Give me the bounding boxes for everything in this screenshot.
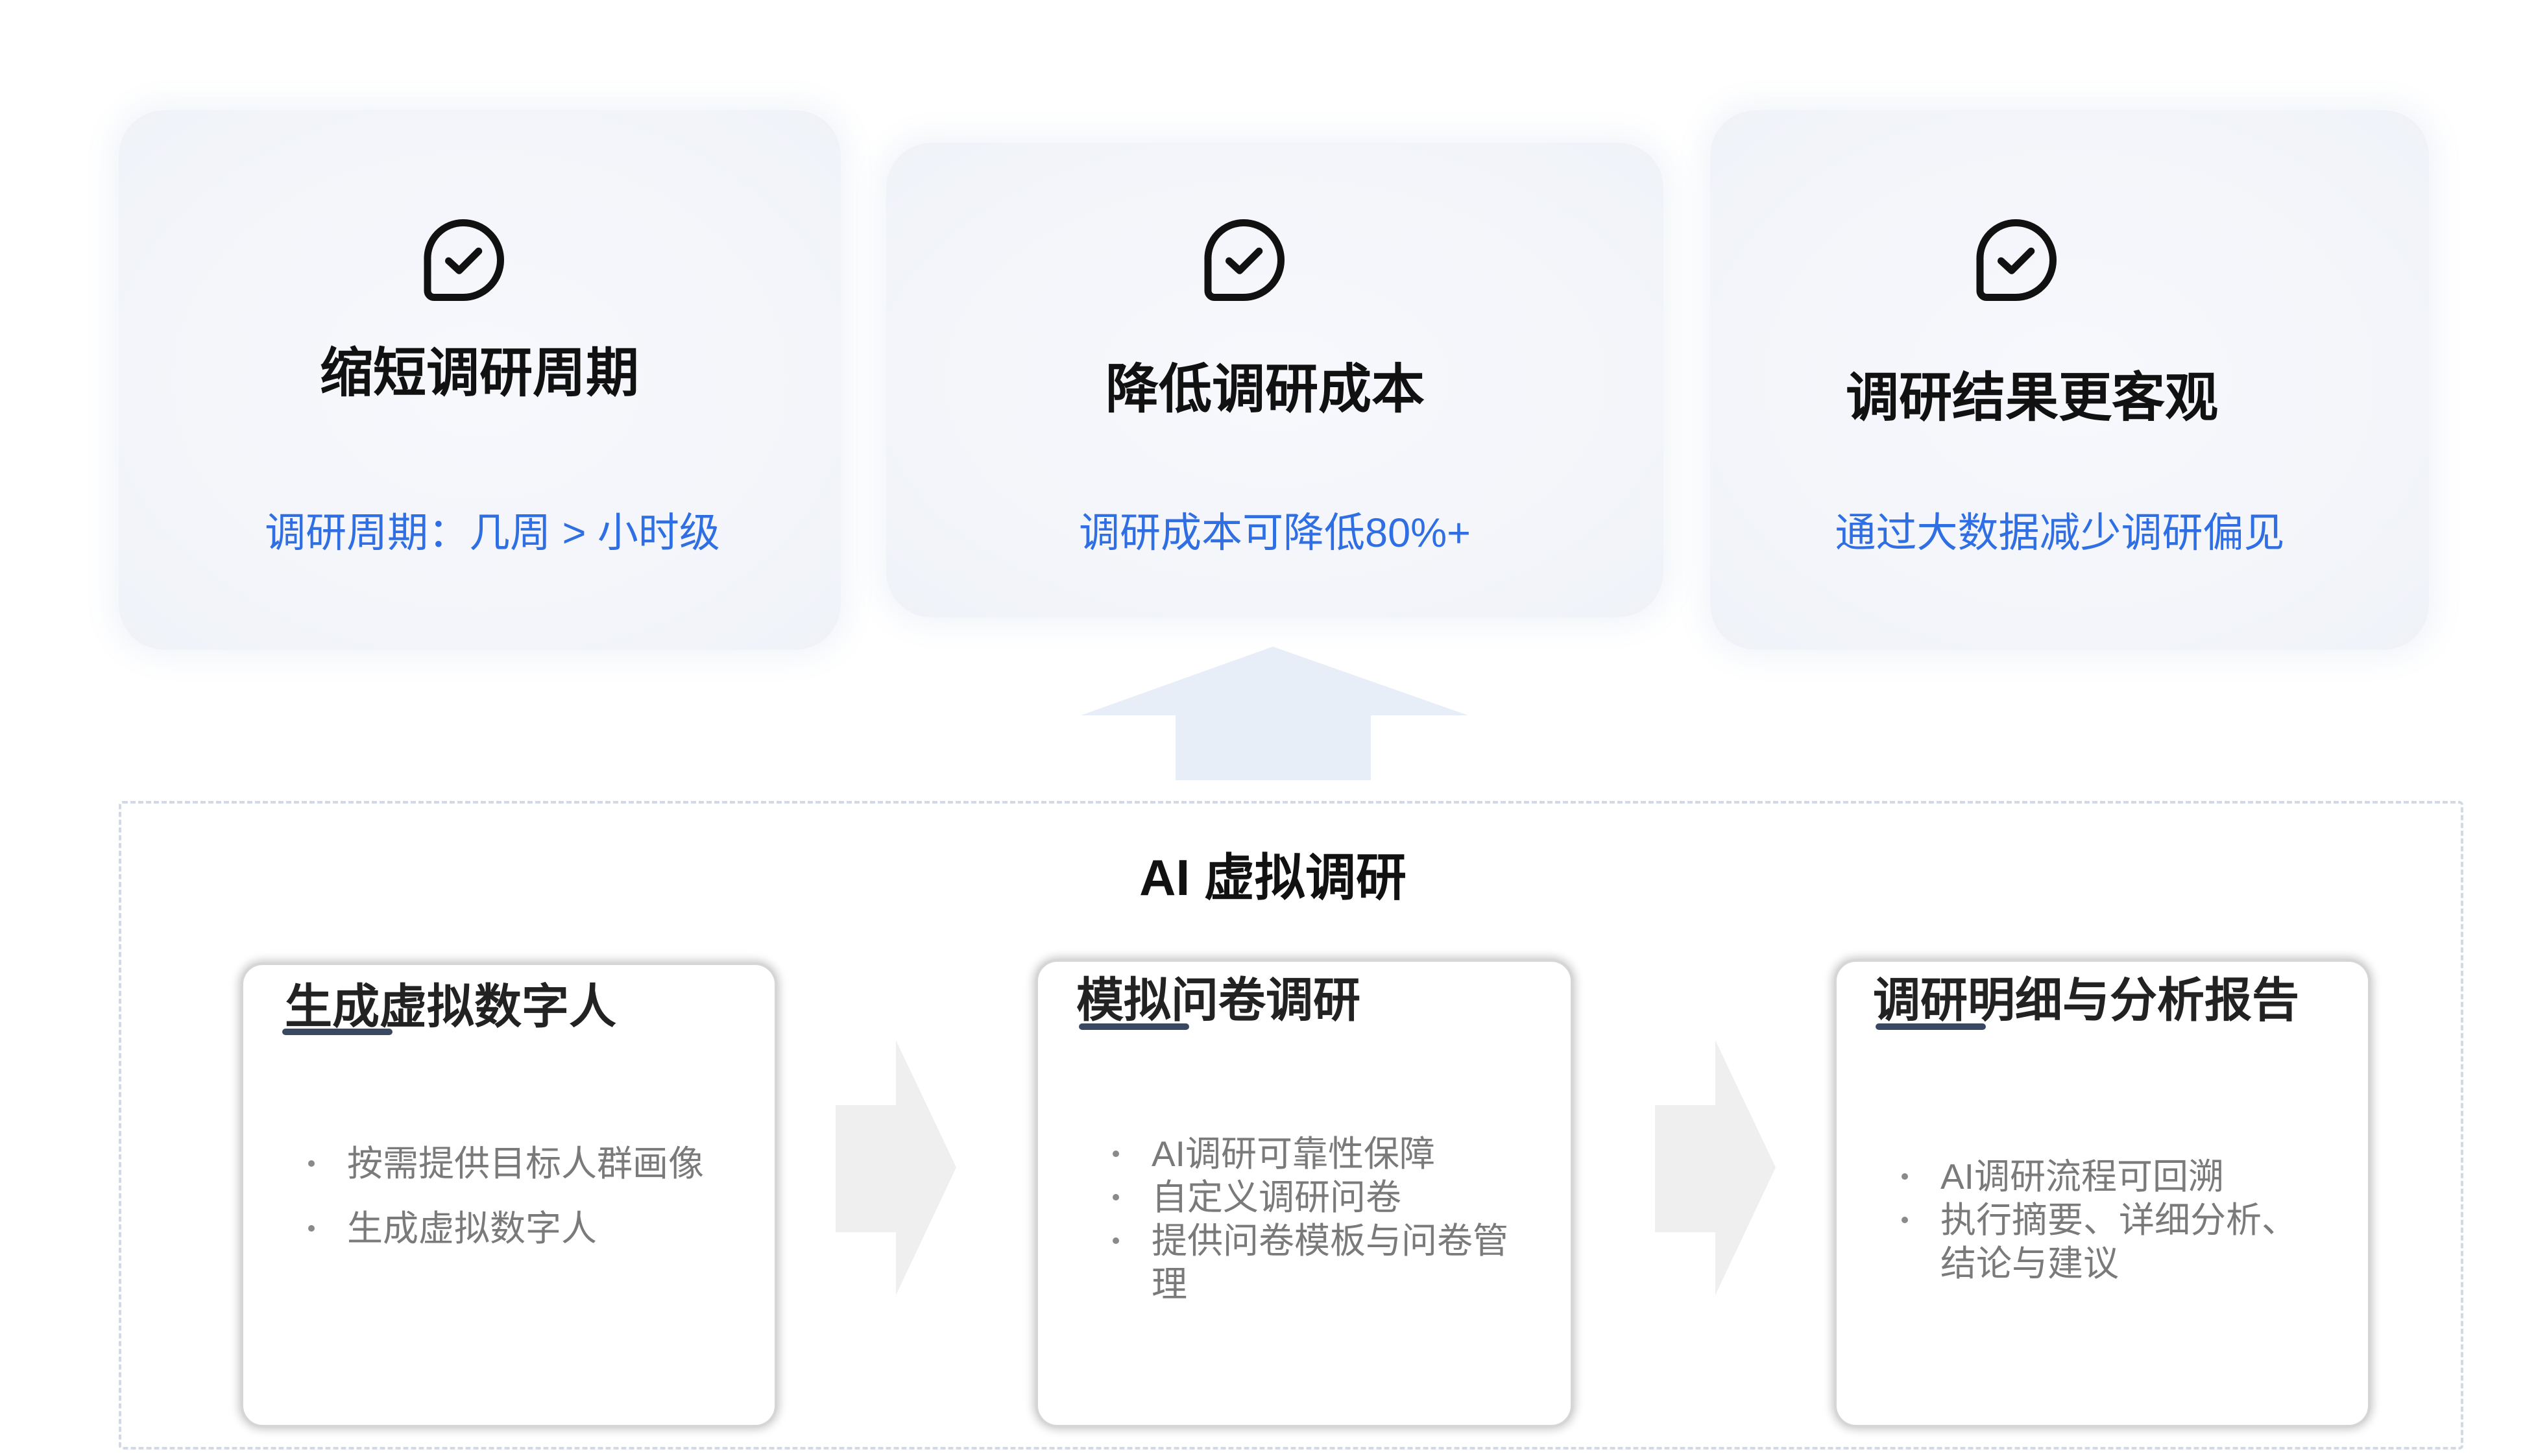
- bullet-dot: [1113, 1151, 1119, 1157]
- bullet-text: AI调研可靠性保障: [1152, 1134, 1435, 1174]
- bullet-dot: [1113, 1194, 1119, 1200]
- bullet-item: 按需提供目标人群画像: [308, 1131, 710, 1196]
- step-title: 调研明细与分析报告: [1873, 974, 2299, 1027]
- step-bullets: AI调研流程可回溯 执行摘要、详细分析、结论与建议: [1902, 1155, 2304, 1285]
- bullet-item: 生成虚拟数字人: [308, 1196, 710, 1261]
- bullet-dot: [1902, 1217, 1908, 1223]
- bullet-text: 自定义调研问卷: [1152, 1177, 1402, 1217]
- step-bullets: AI调研可靠性保障 自定义调研问卷 提供问卷模板与问卷管理: [1113, 1132, 1515, 1306]
- benefit-subtitle: 通过大数据减少调研偏见: [1835, 510, 2285, 556]
- benefit-title: 降低调研成本: [1105, 360, 1425, 419]
- bullet-item: 提供问卷模板与问卷管理: [1113, 1219, 1515, 1306]
- bullet-item: AI调研流程可回溯: [1902, 1155, 2304, 1199]
- benefit-title: 调研结果更客观: [1845, 368, 2219, 427]
- section-title: AI 虚拟调研: [1139, 849, 1407, 906]
- benefit-card-cost: 降低调研成本 调研成本可降低80%+: [886, 143, 1663, 617]
- bullet-dot: [1902, 1173, 1908, 1180]
- title-underline: [282, 1029, 392, 1035]
- title-underline: [1079, 1023, 1189, 1030]
- bullet-dot: [308, 1160, 315, 1167]
- bullet-text: AI调研流程可回溯: [1940, 1156, 2224, 1197]
- bullet-text: 生成虚拟数字人: [347, 1208, 598, 1248]
- bullet-text: 执行摘要、详细分析、结论与建议: [1940, 1200, 2298, 1283]
- chat-check-icon: [418, 215, 509, 305]
- bullet-text: 提供问卷模板与问卷管理: [1152, 1221, 1509, 1304]
- arrow-right-icon: [1655, 1040, 1776, 1295]
- arrow-right-icon: [836, 1040, 956, 1295]
- bullet-text: 按需提供目标人群画像: [347, 1143, 705, 1184]
- chat-check-icon: [1970, 215, 2061, 305]
- bullet-dot: [308, 1225, 315, 1232]
- chat-check-icon: [1198, 215, 1289, 305]
- step-bullets: 按需提供目标人群画像 生成虚拟数字人: [308, 1131, 710, 1261]
- benefit-title: 缩短调研周期: [319, 344, 640, 403]
- benefit-subtitle: 调研成本可降低80%+: [1079, 510, 1471, 556]
- step-card-survey: 模拟问卷调研 AI调研可靠性保障 自定义调研问卷 提供问卷模板与问卷管理: [1035, 959, 1573, 1427]
- step-card-report: 调研明细与分析报告 AI调研流程可回溯 执行摘要、详细分析、结论与建议: [1834, 959, 2371, 1427]
- step-title: 模拟问卷调研: [1076, 974, 1360, 1027]
- step-title: 生成虚拟数字人: [285, 981, 616, 1033]
- bullet-dot: [1113, 1237, 1119, 1244]
- benefit-subtitle: 调研周期：几周 > 小时级: [265, 510, 720, 556]
- benefit-card-cycle: 缩短调研周期 调研周期：几周 > 小时级: [119, 110, 841, 650]
- step-card-digital-human: 生成虚拟数字人 按需提供目标人群画像 生成虚拟数字人: [241, 962, 777, 1427]
- bullet-item: 自定义调研问卷: [1113, 1176, 1515, 1219]
- ai-research-section: [119, 801, 2463, 1450]
- benefit-card-objective: 调研结果更客观 通过大数据减少调研偏见: [1710, 110, 2429, 650]
- bullet-item: 执行摘要、详细分析、结论与建议: [1902, 1199, 2304, 1285]
- title-underline: [1876, 1023, 1986, 1030]
- bullet-item: AI调研可靠性保障: [1113, 1132, 1515, 1176]
- arrow-up-icon: [1081, 647, 1468, 780]
